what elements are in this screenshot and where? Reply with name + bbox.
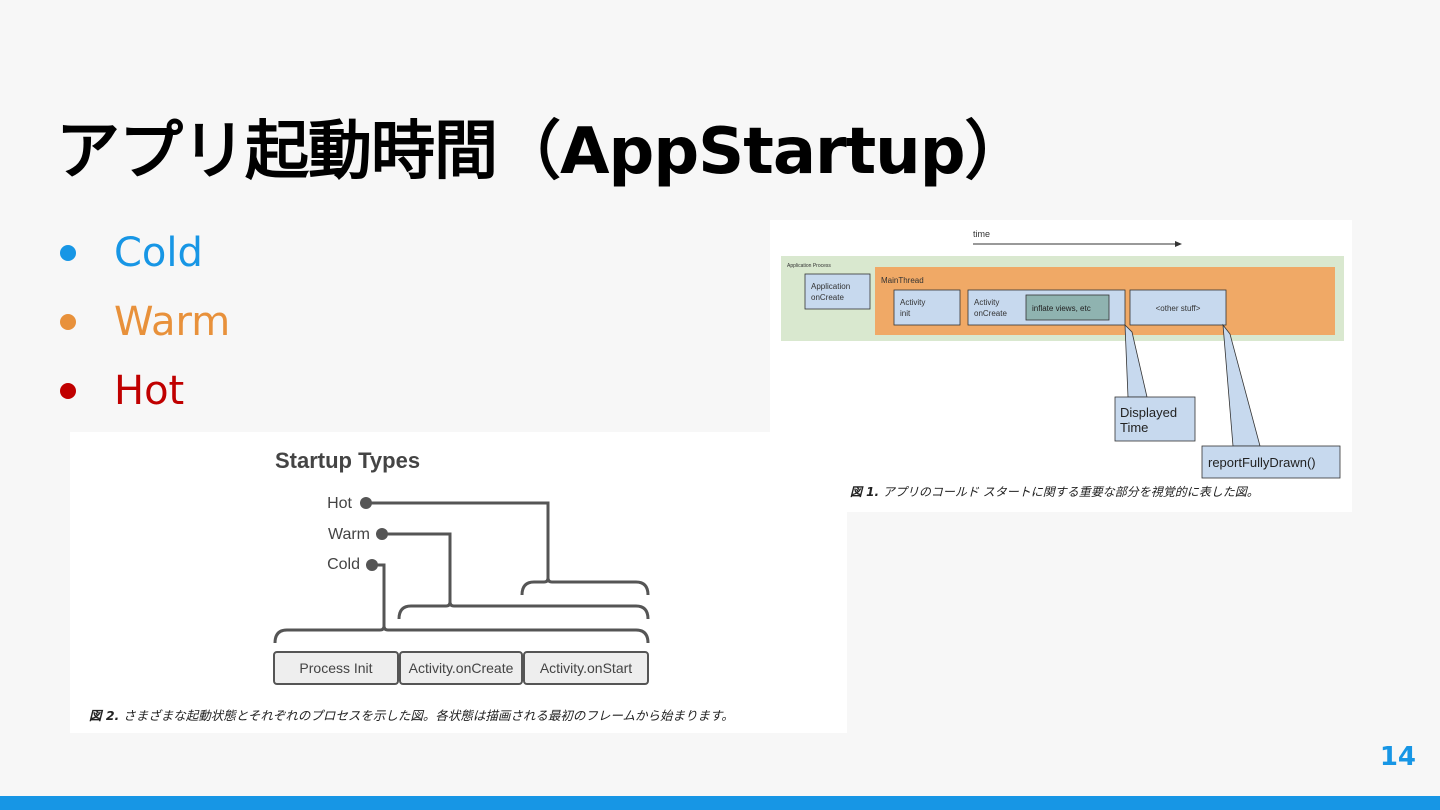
report-fully-drawn-callout <box>1201 445 1341 479</box>
stage-activity-onstart <box>523 651 649 685</box>
displayed-time-line2: Time <box>1120 420 1148 435</box>
activity-oncreate-line2: onCreate <box>974 309 1007 318</box>
cold-dot-icon <box>366 559 378 571</box>
stage-activity-oncreate <box>399 651 523 685</box>
warm-brace <box>397 601 650 620</box>
hot-dot-icon <box>360 497 372 509</box>
slide-title: アプリ起動時間（AppStartup） <box>56 115 1029 189</box>
cold-brace <box>273 625 650 644</box>
stage-activity-onstart-label: Activity.onStart <box>540 660 632 676</box>
other-stuff-label: <other stuff> <box>1156 304 1201 313</box>
stage-process-init <box>273 651 399 685</box>
startup-types-diagram: Startup Types Hot Warm Cold Process Init… <box>273 448 650 685</box>
cold-connector <box>372 563 386 626</box>
connector-lines <box>273 501 650 644</box>
activity-init-line2: init <box>900 309 911 318</box>
other-stuff-box <box>1129 289 1227 326</box>
figure1-caption-text: アプリのコールド スタートに関する重要な部分を視覚的に表した図。 <box>879 485 1259 499</box>
startup-types-figure: Startup Types Hot Warm Cold Process Init… <box>70 432 847 733</box>
figure2-caption-prefix: 図 2. <box>89 708 120 723</box>
warm-connector <box>382 532 452 602</box>
footer-bar <box>0 796 1440 810</box>
hot-connector <box>366 501 550 578</box>
startup-types-title: Startup Types <box>275 448 420 473</box>
bullet-hot: Hot <box>60 356 230 425</box>
timeline-diagram: time Application Process MainThread Appl… <box>781 229 1344 479</box>
stage-activity-oncreate-label: Activity.onCreate <box>409 660 514 676</box>
figure2-caption-text: さまざまな起動状態とそれぞれのプロセスを示した図。各状態は描画される最初のフレー… <box>119 708 734 723</box>
bullet-dot-icon <box>60 244 76 261</box>
cold-start-timeline-figure: time Application Process MainThread Appl… <box>770 220 1352 512</box>
figure1-caption: 図 1. アプリのコールド スタートに関する重要な部分を視覚的に表した図。 <box>850 483 1259 500</box>
main-thread-label: MainThread <box>881 276 924 285</box>
time-label: time <box>973 229 990 239</box>
figure2-caption: 図 2. さまざまな起動状態とそれぞれのプロセスを示した図。各状態は描画される最… <box>89 705 734 724</box>
type-label-cold: Cold <box>327 556 360 573</box>
bullet-label: Warm <box>114 298 231 345</box>
bullet-label: Hot <box>114 367 185 414</box>
application-oncreate-box <box>804 273 871 310</box>
time-arrow-head-icon <box>1175 241 1182 247</box>
activity-init-line1: Activity <box>900 298 925 307</box>
activity-oncreate-line1: Activity <box>974 298 999 307</box>
figure1-caption-prefix: 図 1. <box>850 485 880 499</box>
application-oncreate-line1: Application <box>811 282 850 291</box>
displayed-time-callout <box>1114 396 1196 442</box>
hot-brace <box>520 577 650 596</box>
bullet-warm: Warm <box>60 287 230 356</box>
bullet-dot-icon <box>60 313 76 330</box>
stage-process-init-label: Process Init <box>299 660 372 676</box>
application-process-label: Application Process <box>787 263 831 269</box>
report-fully-drawn-callout-pointer <box>1222 323 1261 447</box>
startup-type-list: Cold Warm Hot <box>60 218 230 425</box>
inflate-views-label: inflate views, etc <box>1032 304 1091 313</box>
page-number: 14 <box>1379 742 1416 772</box>
type-label-warm: Warm <box>328 526 370 543</box>
bullet-cold: Cold <box>60 218 230 287</box>
displayed-time-line1: Displayed <box>1120 405 1177 420</box>
bullet-dot-icon <box>60 382 76 399</box>
warm-dot-icon <box>376 528 388 540</box>
report-fully-drawn-label: reportFullyDrawn() <box>1208 455 1316 470</box>
application-oncreate-line2: onCreate <box>811 293 844 302</box>
bullet-label: Cold <box>114 229 203 276</box>
type-label-hot: Hot <box>327 495 352 512</box>
activity-init-box <box>893 289 961 326</box>
inflate-views-box <box>1025 294 1110 321</box>
